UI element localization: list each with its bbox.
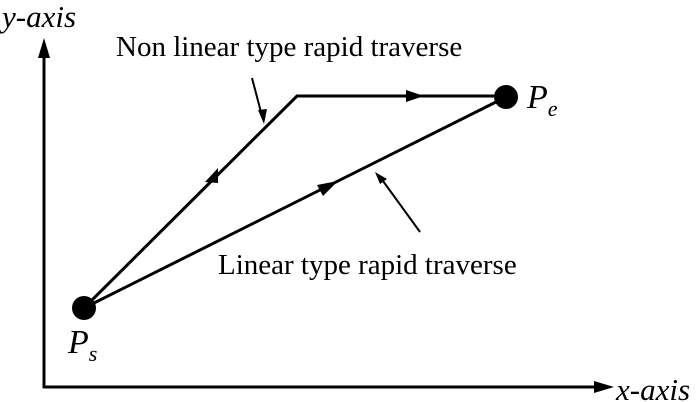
linear-traverse-label: Linear type rapid traverse [218, 249, 517, 281]
end-point-letter: P [526, 79, 548, 116]
end-point-dot [494, 85, 518, 109]
start-point-letter: P [67, 324, 89, 361]
start-point-dot [72, 296, 96, 320]
nonlinear-callout-arrowhead [258, 109, 267, 124]
nonlinear-horizontal-arrowhead [406, 90, 424, 102]
linear-path-arrowhead [317, 181, 338, 196]
linear-traverse-path [83, 95, 507, 310]
nonlinear-traverse-path [82, 94, 506, 310]
y-axis-arrowhead [38, 38, 50, 58]
x-axis-label: x-axis [615, 372, 690, 402]
nonlinear-diagonal-arrowhead [205, 168, 218, 183]
start-point-subscript: s [89, 341, 98, 366]
linear-callout-line [382, 180, 421, 233]
end-point-label: Pe [526, 79, 558, 121]
linear-callout-arrowhead [375, 172, 387, 184]
start-point-label: Ps [67, 324, 97, 366]
nonlinear-traverse-label: Non linear type rapid traverse [116, 31, 462, 63]
x-axis-arrowhead [594, 381, 614, 393]
nonlinear-callout-line [251, 77, 263, 117]
y-axis-label: y-axis [0, 0, 76, 34]
end-point-subscript: e [548, 96, 558, 121]
